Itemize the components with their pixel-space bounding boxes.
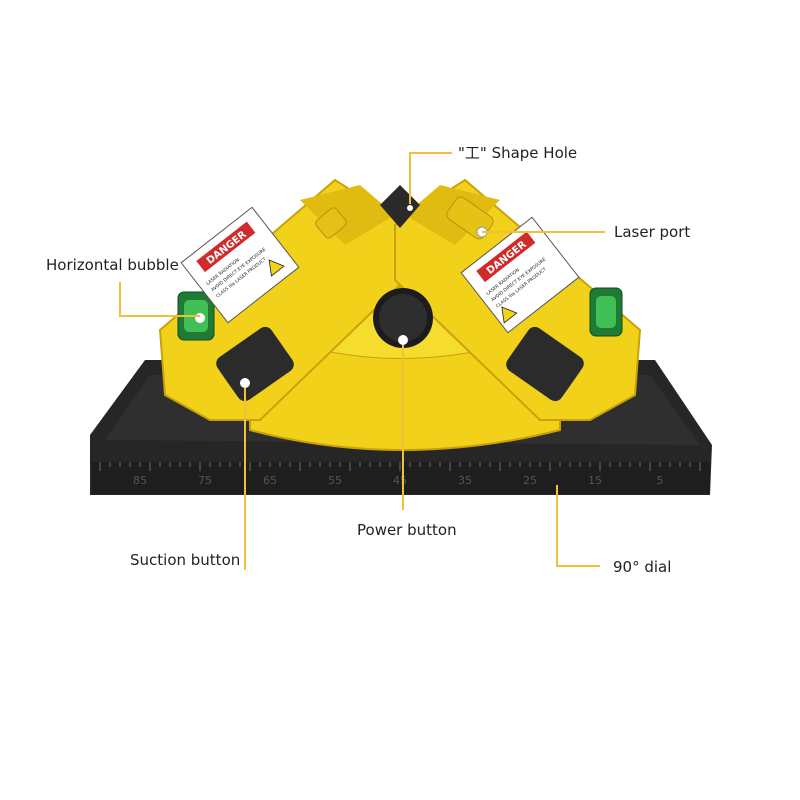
dial-tick-labels: 85 75 65 55 45 35 25 15 5 [133, 474, 664, 487]
right-bubble-vial [589, 287, 623, 337]
power-button [373, 288, 433, 348]
label-shape-hole: "工" Shape Hole [458, 144, 577, 162]
danger-label-right: DANGER LASER RADIATION AVOID DIRECT EYE … [460, 216, 580, 334]
suction-button-left [216, 326, 294, 402]
dial-tick-label: 85 [133, 474, 147, 487]
dial-scale-strip [92, 462, 710, 494]
label-dial: 90° dial [613, 558, 671, 576]
dial-tick-label: 75 [198, 474, 212, 487]
dial-tick-label: 5 [657, 474, 664, 487]
dial-tick-label: 45 [393, 474, 407, 487]
callout-line-dial [556, 485, 600, 567]
label-horizontal-bubble: Horizontal bubble [46, 256, 179, 274]
callout-lines [119, 152, 605, 570]
dial-tick-label: 55 [328, 474, 342, 487]
callout-labels: "工" Shape Hole Laser port Horizontal bub… [46, 144, 690, 576]
callout-line-horizontal-bubble [119, 282, 200, 317]
label-laser-port: Laser port [614, 223, 690, 241]
dial-tick-label: 15 [588, 474, 602, 487]
callout-line-shape-hole [409, 152, 452, 204]
left-slot [315, 207, 347, 239]
label-power-button: Power button [357, 521, 457, 539]
dial-tick-marks [99, 462, 701, 471]
suction-button-right [506, 326, 584, 402]
dial-tick-label: 25 [523, 474, 537, 487]
label-suction-button: Suction button [130, 551, 240, 569]
laser-body: DANGER LASER RADIATION AVOID DIRECT EYE … [158, 178, 642, 451]
shape-hole [407, 205, 413, 211]
dial-tick-label: 35 [458, 474, 472, 487]
dial-tick-label: 65 [263, 474, 277, 487]
